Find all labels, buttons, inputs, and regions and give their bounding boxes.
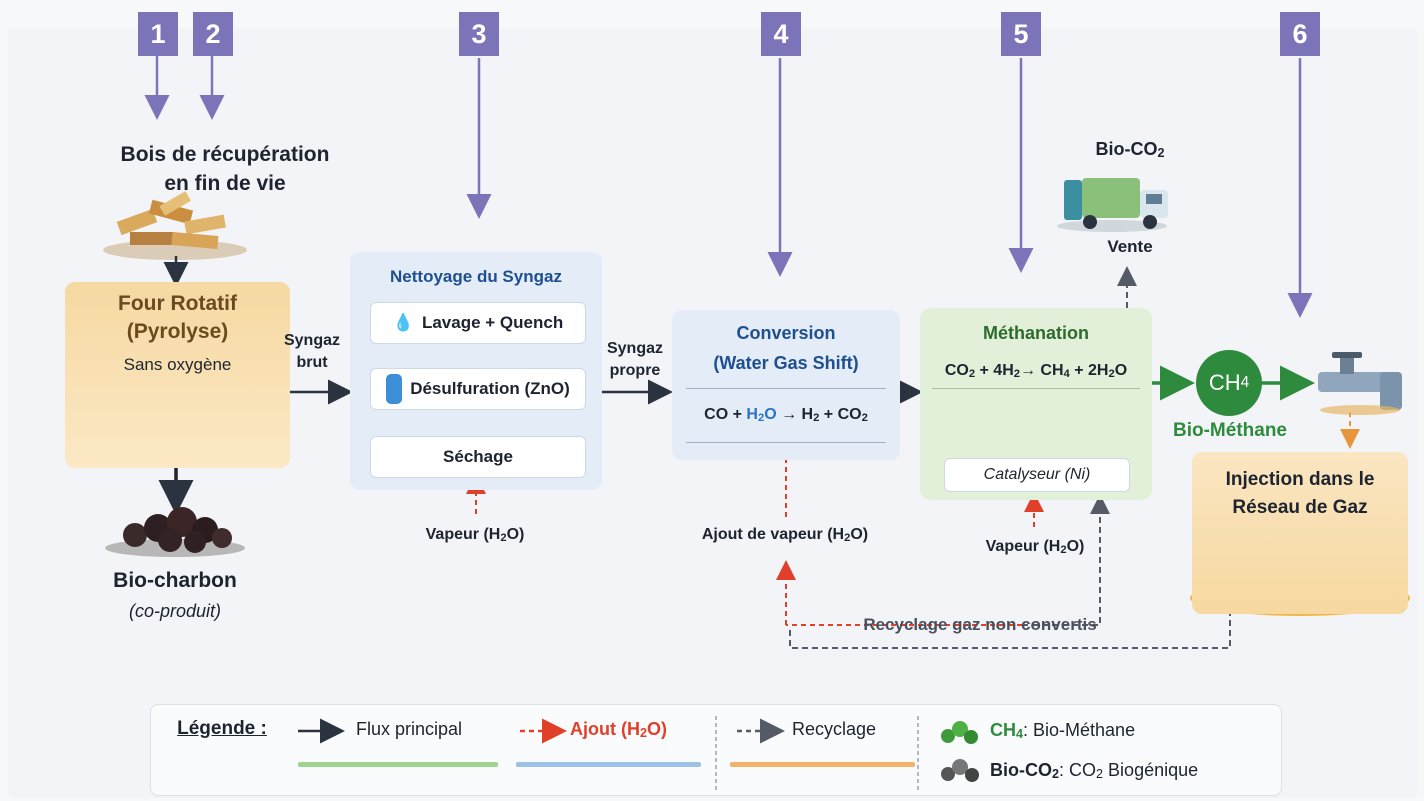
lavage-label: Lavage + Quench <box>421 313 564 332</box>
water-drop-icon: 💧 <box>392 313 414 332</box>
four-title-line2: (Pyrolyse) <box>126 320 229 343</box>
methanation-title: Méthanation <box>983 323 1089 343</box>
recyclage-label: Recyclage gaz non convertis <box>863 615 1097 634</box>
source-title: Bois de récupération en fin de vie <box>60 140 390 198</box>
syngaz-brut-label: Syngaz brut <box>282 330 342 374</box>
four-rotatif-card <box>65 282 290 468</box>
conversion-divider-top <box>686 388 886 389</box>
biochar-subtitle: (co-produit) <box>128 601 222 621</box>
catalyst-label: Catalyseur (Ni) <box>944 458 1130 492</box>
biochar-title: Bio-charbon <box>113 569 237 592</box>
ajout-vapeur-label: Ajout de vapeur (H2O) <box>701 526 869 544</box>
sechage-step: Séchage <box>370 436 586 478</box>
step-3-badge: 3 <box>459 12 499 56</box>
injection-title-line2: Réseau de Gaz <box>1232 497 1368 518</box>
injection-title-line1: Injection dans le <box>1225 469 1375 490</box>
injection-card <box>1192 452 1408 614</box>
nettoyage-title: Nettoyage du Syngaz <box>390 267 562 286</box>
four-rotatif-title: Four Rotatif (Pyrolyse) <box>65 290 290 346</box>
biochar-pile-illustration <box>105 507 245 557</box>
legend-bioco2-label: Bio-CO2: CO2 Biogénique <box>990 760 1199 781</box>
conversion-divider-bottom <box>686 442 886 443</box>
step-4-badge: 4 <box>761 12 801 56</box>
legend-ajout-label: Ajout (H2O) <box>570 719 667 740</box>
four-title-line1: Four Rotatif <box>118 292 237 315</box>
conversion-title-line2: (Water Gas Shift) <box>713 353 859 373</box>
conversion-card <box>672 310 900 460</box>
tank-icon <box>386 374 403 404</box>
legend-recyclage-label: Recyclage <box>792 719 877 739</box>
vapeur-label-3: Vapeur (H2O) <box>985 538 1085 556</box>
methanation-divider <box>932 388 1140 389</box>
vente-label: Vente <box>1107 237 1153 256</box>
conversion-title-line1: Conversion <box>736 323 836 343</box>
desulfuration-step: Désulfuration (ZnO) <box>370 368 586 410</box>
step-2-badge: 2 <box>193 12 233 56</box>
vapeur-label-1: Vapeur (H2O) <box>425 526 525 544</box>
injection-title: Injection dans le Réseau de Gaz <box>1192 466 1408 522</box>
wood-pile-illustration <box>103 191 247 260</box>
syngaz-propre-line2: propre <box>609 362 661 379</box>
legend-ch4-label: CH4: Bio-Méthane <box>990 720 1136 741</box>
gas-tap-illustration <box>1318 352 1402 415</box>
desulfuration-label: Désulfuration (ZnO) <box>410 379 570 398</box>
lavage-step: 💧 Lavage + Quench <box>370 302 586 344</box>
syngaz-brut-line1: Syngaz <box>283 332 340 349</box>
source-title-line1: Bois de récupération <box>120 143 330 166</box>
legend-flux-label: Flux principal <box>356 719 463 739</box>
conversion-equation: CO + H2O → H2 + CO2 <box>704 406 868 424</box>
step-arrows <box>144 55 1313 318</box>
syngaz-propre-line1: Syngaz <box>606 340 663 357</box>
source-title-line2: en fin de vie <box>164 172 286 195</box>
step-6-badge: 6 <box>1280 12 1320 56</box>
methanation-equation: CO2 + 4H2→ CH4 + 2H2O <box>944 362 1128 380</box>
bio-co2-title: Bio-CO2 <box>1095 139 1165 160</box>
legend-title: Légende : <box>177 718 267 739</box>
truck-illustration <box>1057 178 1168 232</box>
bio-methane-label: Bio-Méthane <box>1173 420 1287 441</box>
step-5-badge: 5 <box>1001 12 1041 56</box>
conversion-title: Conversion (Water Gas Shift) <box>672 318 900 378</box>
syngaz-propre-label: Syngaz propre <box>602 338 668 382</box>
step-1-badge: 1 <box>138 12 178 56</box>
syngaz-brut-line2: brut <box>296 354 328 371</box>
four-rotatif-subtitle: Sans oxygène <box>123 355 232 374</box>
